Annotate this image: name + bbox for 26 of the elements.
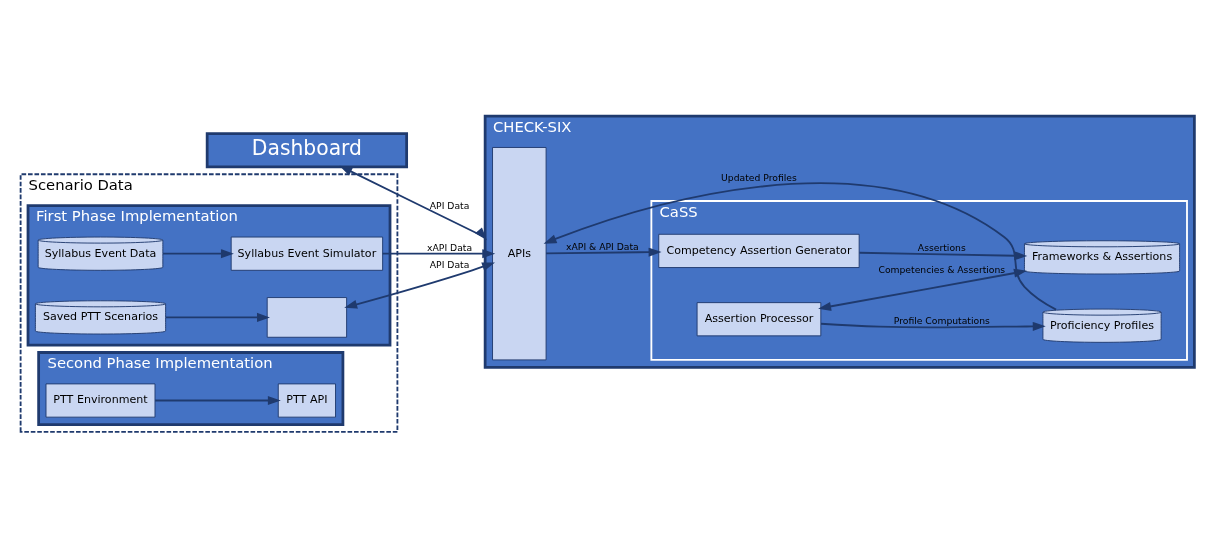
- edge-label: xAPI & API Data: [566, 240, 639, 252]
- node-box: APIs: [492, 147, 547, 361]
- arrow: [381, 249, 496, 259]
- edge-label: API Data: [429, 200, 470, 212]
- arrow: [339, 165, 487, 241]
- arrow: [154, 396, 281, 406]
- arrow: [543, 182, 1058, 311]
- node-box: Competency Assertion Generator: [658, 233, 860, 268]
- arrow: [164, 312, 270, 322]
- node-box: PTT Environment: [45, 383, 156, 418]
- edge-label: Updated Profiles: [721, 171, 797, 183]
- arrow: [545, 247, 662, 257]
- node-box: PTT API: [277, 383, 336, 418]
- arrow: [858, 251, 1028, 261]
- arrow: [344, 262, 495, 309]
- edge-label: Assertions: [917, 241, 966, 253]
- edge-label: Competencies & Assertions: [878, 264, 1006, 276]
- edge-label: xAPI Data: [427, 241, 473, 253]
- edge-label: Profile Computations: [893, 314, 990, 326]
- node-box: Dashboard: [205, 132, 409, 169]
- node-box: [266, 297, 348, 338]
- arrow: [162, 249, 234, 259]
- edge-label: API Data: [429, 258, 470, 270]
- node-box: Assertion Processor: [696, 302, 822, 337]
- node-box: Syllabus Event Simulator: [230, 236, 384, 271]
- arrow: [820, 321, 1046, 331]
